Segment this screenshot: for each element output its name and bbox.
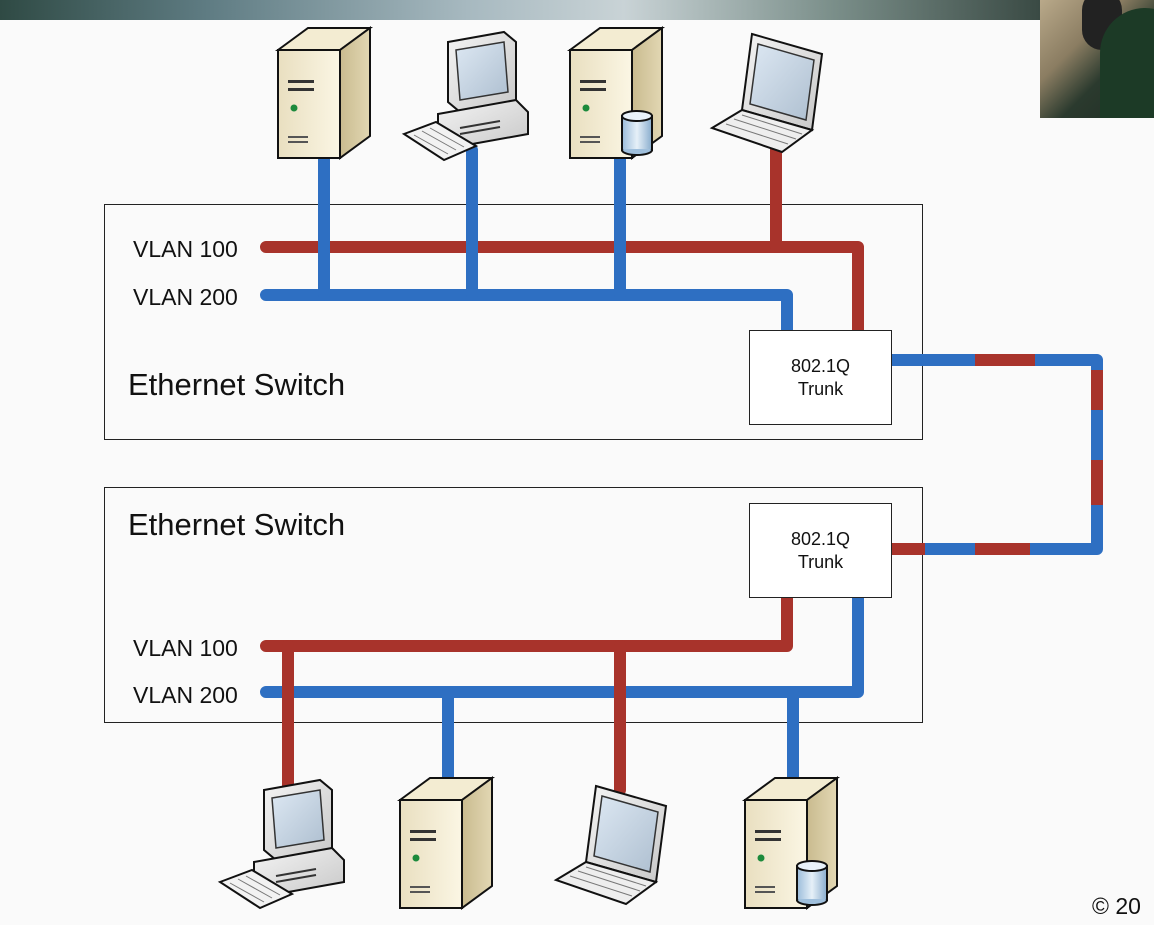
top-database-server-icon: [570, 28, 662, 158]
bottom-vlan-100-bus: [260, 592, 793, 652]
bottom-switch-title: Ethernet Switch: [128, 507, 346, 542]
top-trunk-protocol: 802.1Q: [790, 355, 851, 376]
bottom-database-server-icon: [745, 778, 837, 908]
bottom-server-icon: [399, 777, 493, 909]
bottom-trunk-label: Trunk: [797, 551, 844, 572]
top-vlan-100-label: VLAN 100: [133, 236, 238, 262]
top-vlan-200-label: VLAN 200: [133, 284, 238, 310]
presenter-silhouette: [1100, 8, 1154, 118]
top-laptop-icon: [711, 33, 823, 153]
webcam-overlay: [1040, 0, 1154, 118]
bottom-desktop-computer-icon: [219, 779, 345, 909]
top-desktop-computer-icon: [403, 31, 529, 161]
bottom-vlan-100-label: VLAN 100: [133, 635, 238, 661]
top-trunk-port: 802.1Q Trunk: [749, 330, 892, 425]
top-vlan-200-bus: [260, 289, 793, 336]
top-switch-title: Ethernet Switch: [128, 367, 346, 402]
bottom-vlan-200-label: VLAN 200: [133, 682, 238, 708]
bottom-trunk-protocol: 802.1Q: [790, 528, 851, 549]
top-vlan-100-bus: [260, 241, 864, 336]
bottom-laptop-icon: [555, 785, 667, 905]
bottom-trunk-port: 802.1Q Trunk: [749, 503, 892, 598]
top-trunk-label: Trunk: [797, 378, 844, 399]
slide-header-photo-strip: [0, 0, 1040, 20]
top-server-icon: [277, 27, 371, 159]
copyright-notice: © 20: [1092, 893, 1141, 919]
bottom-vlan-200-bus: [260, 592, 864, 698]
